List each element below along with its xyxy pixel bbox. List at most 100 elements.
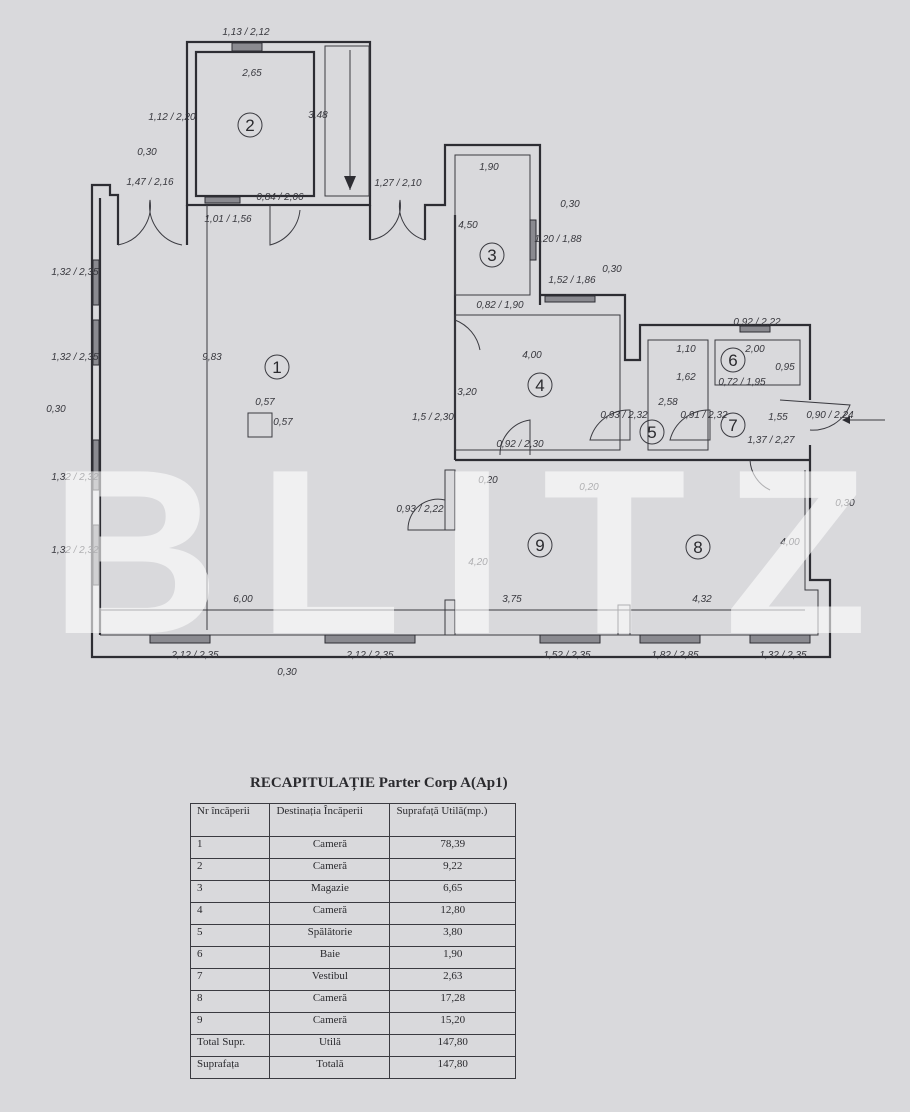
cell-area: 9,22	[389, 858, 516, 881]
dimension-label: 1,47 / 2,16	[126, 177, 174, 188]
dimension-label: 1,32 / 2,32	[51, 545, 99, 556]
dimension-label: 0,30	[560, 199, 580, 210]
cell-room-number: Suprafața	[189, 1056, 271, 1079]
dimension-label: 0,93 / 2,22	[396, 504, 444, 515]
dimension-label: 0,30	[835, 498, 855, 509]
cell-room-number: 6	[189, 946, 271, 969]
cell-area: 15,20	[389, 1012, 516, 1035]
table-header-row: Nr încăperii Destinația Încăperii Supraf…	[189, 803, 516, 837]
cell-destination: Cameră	[269, 858, 391, 881]
dimension-label: 1,55	[768, 412, 788, 423]
dimension-label: 4,00	[780, 537, 800, 548]
cell-room-number: Total Supr.	[189, 1034, 271, 1057]
cell-area: 2,63	[389, 968, 516, 991]
room-marker-circle	[237, 112, 263, 138]
cell-area: 6,65	[389, 880, 516, 903]
cell-destination: Cameră	[269, 902, 391, 925]
room-number: 4	[535, 376, 544, 395]
cell-room-number: 1	[189, 836, 271, 859]
dimension-label: 1,32 / 2,35	[51, 352, 99, 363]
room-number: 9	[535, 536, 544, 555]
dimension-label: 1,32 / 2,35	[759, 650, 807, 661]
room-number: 5	[647, 423, 656, 442]
dimension-label: 0,72 / 1,95	[718, 377, 766, 388]
cell-destination: Cameră	[269, 1012, 391, 1035]
dimension-label: 0,82 / 1,90	[476, 300, 524, 311]
dimension-label: 6,00	[233, 594, 253, 605]
dimension-label: 0,57	[273, 417, 293, 428]
walls	[90, 40, 885, 659]
room-marker-circle	[527, 532, 553, 558]
room-number: 7	[728, 416, 737, 435]
cell-room-number: 2	[189, 858, 271, 881]
cell-destination: Vestibul	[269, 968, 391, 991]
dimension-label: 2,65	[241, 68, 262, 79]
dimension-label: 1,13 / 2,12	[222, 27, 270, 38]
dimension-label: 0,30	[277, 667, 297, 678]
dimension-label: 2,58	[657, 397, 678, 408]
room-marker-circle	[527, 372, 553, 398]
dimension-label: 1,10	[676, 344, 696, 355]
dimension-label: 2,12 / 2,35	[345, 650, 394, 661]
cell-room-number: 8	[189, 990, 271, 1013]
cell-area: 3,80	[389, 924, 516, 947]
dimension-label: 1,5 / 2,30	[412, 412, 454, 423]
room-number: 2	[245, 116, 254, 135]
dimension-label: 4,50	[458, 220, 478, 231]
cell-room-number: 9	[189, 1012, 271, 1035]
dimension-label: 0,90 / 2,24	[806, 410, 854, 421]
room-marker-circle	[479, 242, 505, 268]
cell-destination: Baie	[269, 946, 391, 969]
dimension-label: 0,20	[478, 475, 498, 486]
cell-room-number: 4	[189, 902, 271, 925]
cell-destination: Utilă	[269, 1034, 391, 1057]
dimension-label: 1,32 / 2,32	[51, 472, 99, 483]
summary-title: RECAPITULAȚIE Parter Corp A(Ap1)	[250, 775, 508, 791]
room-number: 6	[728, 351, 737, 370]
dimension-labels: 1,13 / 2,122,653,481,12 / 2,200,301,47 /…	[46, 27, 855, 678]
cell-area: 12,80	[389, 902, 516, 925]
dimension-label: 0,57	[255, 397, 275, 408]
cell-room-number: 3	[189, 880, 271, 903]
cell-area: 1,90	[389, 946, 516, 969]
cell-destination: Totală	[269, 1056, 391, 1079]
summary-table: Nr încăperii Destinația Încăperii Supraf…	[189, 803, 516, 1079]
dimension-label: 0,92 / 2,30	[496, 439, 544, 450]
dimension-label: 9,83	[202, 352, 222, 363]
room-number: 1	[272, 358, 281, 377]
dimension-label: 3,20	[457, 387, 477, 398]
dimension-label: 1,82 / 2,85	[651, 650, 699, 661]
cell-room-number: 5	[189, 924, 271, 947]
dimension-label: 4,20	[468, 557, 488, 568]
cell-area: 147,80	[389, 1056, 516, 1079]
room-marker-circle	[639, 419, 665, 445]
room-labels: 1 2 3 4 5 6 7 8 9	[237, 112, 746, 560]
dimension-label: 0,92 / 2,22	[733, 317, 781, 328]
dimension-label: 1,52 / 1,86	[548, 275, 596, 286]
dimension-label: 0,20	[579, 482, 599, 493]
dimension-label: 1,20 / 1,88	[534, 234, 582, 245]
dimension-label: 1,01 / 1,56	[204, 214, 252, 225]
dimension-label: 1,27 / 2,10	[374, 178, 422, 189]
room-number: 3	[487, 246, 496, 265]
dimension-label: 0,93 / 2,32	[600, 410, 648, 421]
room-marker-circle	[720, 347, 746, 373]
dimension-label: 1,37 / 2,27	[747, 435, 795, 446]
dimension-label: 1,62	[676, 372, 696, 383]
dimension-label: 4,32	[692, 594, 712, 605]
cell-area: 78,39	[389, 836, 516, 859]
dimension-label: 0,30	[46, 404, 66, 415]
room-marker-circle	[720, 412, 746, 438]
cell-destination: Magazie	[269, 880, 391, 903]
room-number: 8	[693, 538, 702, 557]
